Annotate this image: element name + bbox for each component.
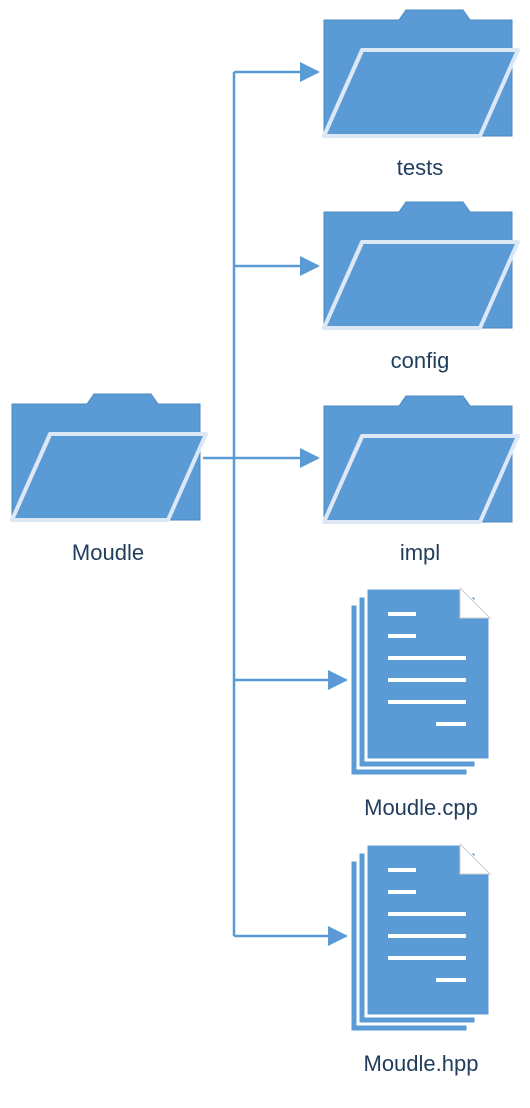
folder-icon bbox=[322, 200, 520, 330]
impl-folder-node: impl bbox=[322, 394, 520, 565]
impl-folder-label: impl bbox=[400, 540, 440, 565]
folder-icon bbox=[10, 392, 208, 522]
cpp-file-label: Moudle.cpp bbox=[364, 795, 478, 820]
tests-folder-label: tests bbox=[397, 155, 443, 180]
folder-icon bbox=[322, 8, 520, 138]
root-folder-label: Moudle bbox=[72, 540, 144, 565]
document-stack-icon bbox=[348, 586, 492, 778]
config-folder-label: config bbox=[391, 348, 450, 373]
hpp-file-label: Moudle.hpp bbox=[364, 1051, 479, 1076]
document-stack-icon bbox=[348, 842, 492, 1034]
tests-folder-node: tests bbox=[322, 8, 520, 180]
cpp-file-node: Moudle.cpp bbox=[348, 586, 492, 820]
connectors bbox=[203, 62, 348, 946]
config-folder-node: config bbox=[322, 200, 520, 373]
folder-icon bbox=[322, 394, 520, 524]
hpp-file-node: Moudle.hpp bbox=[348, 842, 492, 1076]
root-folder-node: Moudle bbox=[10, 392, 208, 565]
